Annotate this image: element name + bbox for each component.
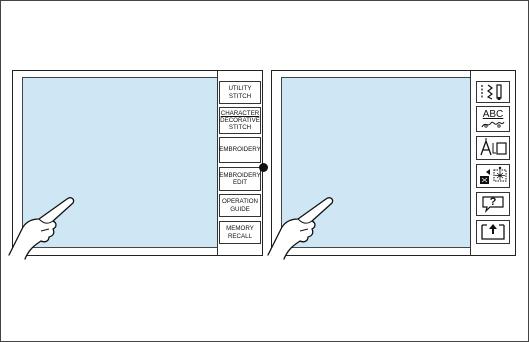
- utility-stitch-icon[interactable]: [476, 81, 510, 103]
- embroidery-letter-icon: [480, 138, 507, 156]
- edit-pattern-icon: [480, 166, 507, 184]
- separator-dot: [259, 163, 268, 172]
- lcd-screen: [22, 77, 252, 248]
- operation-guide-icon[interactable]: ?: [476, 192, 510, 216]
- memory-recall-label: MEMORY RECALL: [226, 225, 254, 240]
- utility-stitch-label: UTILITY STITCH: [228, 85, 252, 100]
- lcd-screen: [281, 77, 506, 248]
- lcd-panel-icons: ABC: [267, 70, 516, 260]
- embroidery-edit-label: EMBROIDERY EDIT: [219, 171, 261, 186]
- speech-bubble-icon: ?: [480, 195, 506, 213]
- utility-stitch-button[interactable]: UTILITY STITCH: [219, 81, 261, 104]
- character-label: CHARACTER: [220, 109, 260, 117]
- embroidery-label: EMBROIDERY: [219, 146, 261, 154]
- pointing-hand-icon: [8, 197, 75, 260]
- embroidery-icon[interactable]: [476, 136, 510, 160]
- embroidery-edit-icon[interactable]: [476, 164, 510, 188]
- character-decorative-icon[interactable]: ABC: [476, 106, 510, 132]
- operation-guide-button[interactable]: OPERATION GUIDE: [219, 194, 261, 217]
- bubble-outline: [482, 196, 504, 213]
- operation-guide-label: OPERATION GUIDE: [222, 198, 258, 213]
- decorative-stitch-label: DECORATIVE STITCH: [220, 116, 260, 132]
- character-decorative-button[interactable]: CHARACTER DECORATIVE STITCH: [219, 107, 261, 134]
- abc-text: ABC: [482, 108, 504, 120]
- pointing-hand-icon: [267, 197, 334, 260]
- memory-recall-icon[interactable]: [476, 220, 510, 244]
- icon-button-column: ABC: [470, 71, 515, 255]
- button-column: UTILITY STITCH CHARACTER DECORATIVE STIT…: [217, 71, 262, 255]
- flourish-icon: [481, 121, 505, 128]
- lcd-panel-text: UTILITY STITCH CHARACTER DECORATIVE STIT…: [8, 70, 263, 260]
- embroidery-edit-button[interactable]: EMBROIDERY EDIT: [219, 167, 261, 191]
- question-mark: ?: [489, 196, 497, 208]
- pocket-arrow-icon: [481, 224, 505, 240]
- memory-recall-button[interactable]: MEMORY RECALL: [219, 221, 261, 244]
- embroidery-button[interactable]: EMBROIDERY: [219, 137, 261, 163]
- stitch-pattern-icon: [481, 84, 502, 101]
